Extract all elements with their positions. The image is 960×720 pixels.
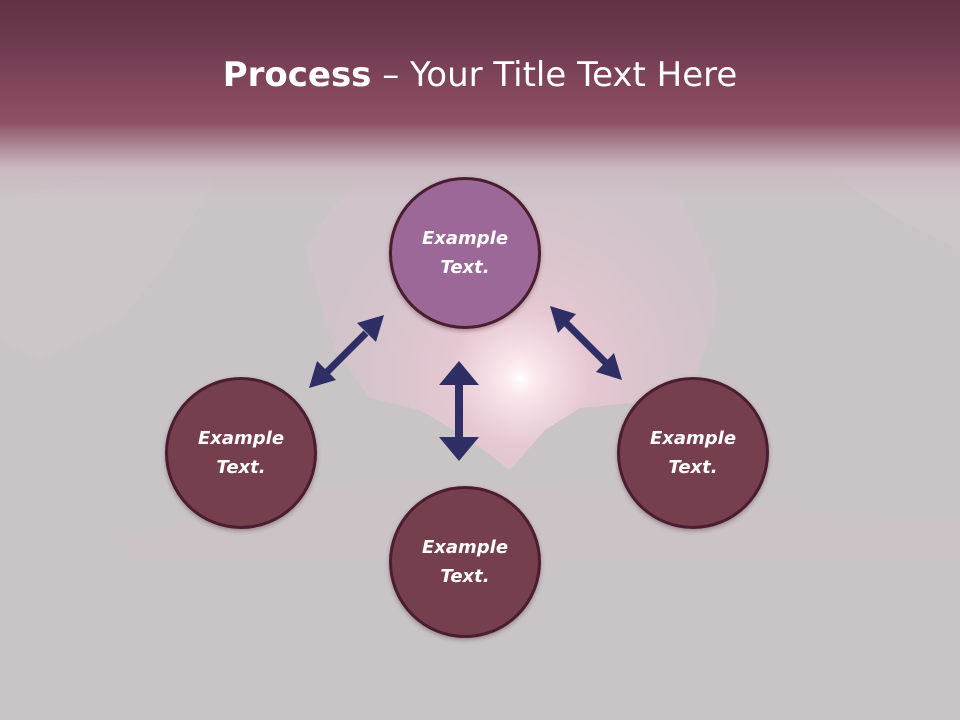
node-left-line2: Text. <box>216 457 266 478</box>
lower-hand-shape <box>120 480 960 560</box>
double-arrow-vertical <box>439 361 479 461</box>
title-rest: – Your Title Text Here <box>371 55 738 95</box>
title-bold: Process <box>222 55 372 95</box>
node-left-line1: Example <box>197 428 285 449</box>
node-top-line1: Example <box>421 228 509 249</box>
node-right-line2: Text. <box>668 457 718 478</box>
double-arrow-top-right <box>550 306 622 380</box>
left-hand-shape <box>0 150 230 360</box>
process-node-bottom[interactable]: Example Text. <box>389 486 541 638</box>
slide-title: Process – Your Title Text Here <box>0 52 960 98</box>
node-top-line2: Text. <box>440 257 490 278</box>
node-bottom-line2: Text. <box>440 566 490 587</box>
node-bottom-line1: Example <box>421 537 509 558</box>
double-arrow-top-left <box>309 315 384 388</box>
node-right-line1: Example <box>649 428 737 449</box>
process-node-right[interactable]: Example Text. <box>617 377 769 529</box>
process-node-left[interactable]: Example Text. <box>165 377 317 529</box>
title-band <box>0 0 960 200</box>
process-node-top[interactable]: Example Text. <box>389 177 541 329</box>
